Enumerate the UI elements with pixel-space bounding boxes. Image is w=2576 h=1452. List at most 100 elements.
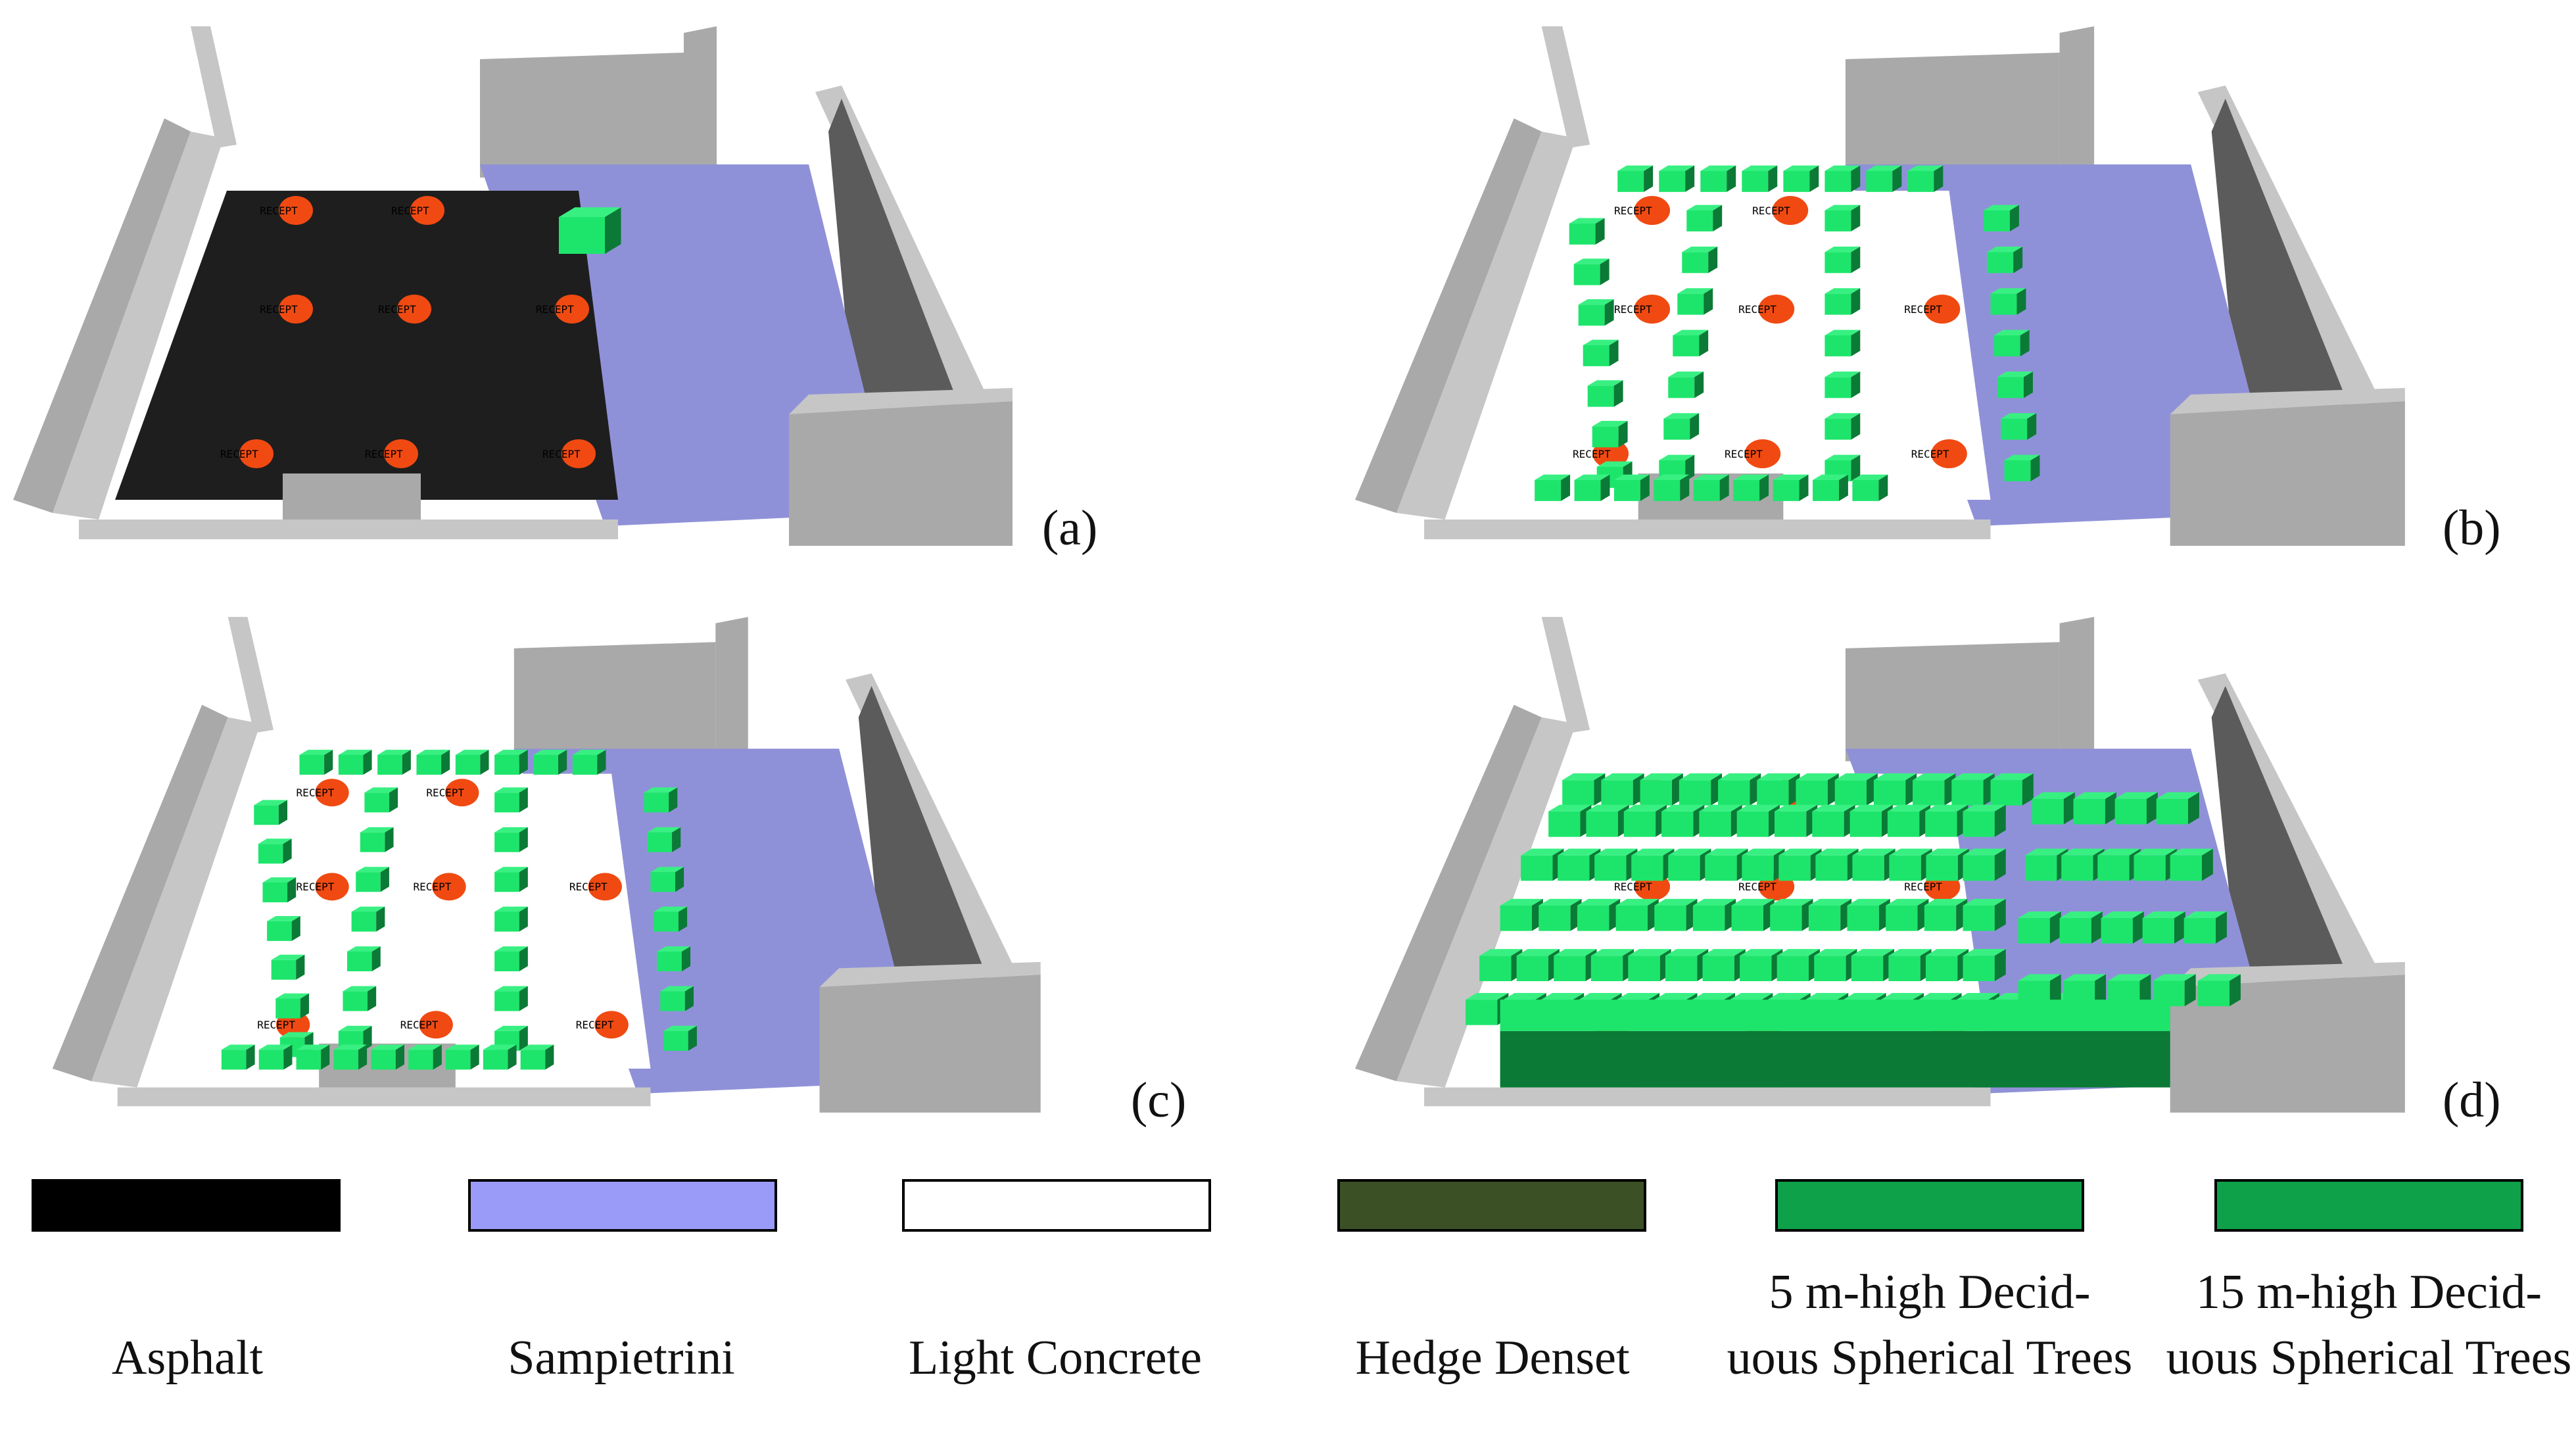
tree-block-top: [494, 1025, 528, 1031]
tree-block-front: [1783, 171, 1810, 192]
tree-block-top: [494, 750, 528, 756]
tree-block-front: [1742, 171, 1769, 192]
tree-block-top: [455, 750, 489, 756]
tree-block-side: [681, 946, 691, 972]
tree-block-top: [1592, 420, 1628, 427]
tree-block-front: [1654, 906, 1686, 931]
tree-block-top: [1538, 898, 1582, 906]
tree-block-top: [1594, 848, 1638, 856]
tree-block-front: [2059, 918, 2091, 944]
tree-block-top: [1834, 773, 1878, 781]
tree-block-front: [1733, 480, 1760, 501]
panel-label-d: (d): [2443, 1073, 2501, 1128]
receptor-label: RECEPT: [400, 1019, 439, 1031]
tree-block-top: [1587, 380, 1623, 386]
tree-block-top: [262, 877, 297, 883]
tree-block-top: [1686, 205, 1723, 210]
tree-block-top: [267, 915, 300, 921]
tree-block-top: [1577, 898, 1621, 906]
tree-block: [1925, 949, 1969, 981]
tree-block-side: [1600, 474, 1610, 501]
tree-block-top: [1521, 848, 1564, 856]
tree-block: [275, 993, 309, 1019]
tree-block: [1814, 949, 1857, 981]
receptor-marker: [444, 779, 479, 807]
tree-block-top: [1847, 898, 1890, 906]
tree-block-top: [1736, 804, 1780, 811]
tree-block-top: [377, 750, 411, 756]
tree-block-side: [519, 906, 528, 932]
tree-block: [650, 867, 684, 892]
receptor-label: RECEPT: [426, 786, 464, 799]
tree-block-front: [1731, 906, 1763, 931]
tree-block: [1851, 949, 1895, 981]
tree-block-front: [1516, 956, 1549, 981]
left-wall-face: [1355, 704, 1542, 1082]
tree-block: [494, 750, 528, 775]
tree-block-top: [271, 954, 305, 960]
receptor-label: RECEPT: [260, 303, 298, 316]
tree-block-top: [1997, 371, 2033, 377]
tree-block-side: [1799, 474, 1809, 501]
tree-block-top: [333, 1044, 368, 1050]
tree-block: [483, 1044, 517, 1070]
legend-swatch-hedge-denset: [1337, 1179, 1646, 1232]
back-pole: [191, 26, 237, 148]
tree-block-front: [356, 872, 381, 892]
tree-block-front: [347, 951, 372, 972]
tree-block: [1926, 848, 1969, 881]
tree-block-front: [1663, 418, 1690, 440]
tree-block: [2114, 792, 2158, 825]
tree-block-top: [1668, 371, 1704, 377]
tree-block-side: [1680, 474, 1690, 501]
tree-block-front: [1825, 335, 1851, 356]
tree-block-side: [2020, 329, 2030, 356]
tree-block-top: [1887, 804, 1931, 811]
tree-block: [2032, 792, 2075, 825]
tree-block-top: [2073, 792, 2116, 799]
tree-block-top: [1956, 992, 1999, 1000]
tree-mass-top: [1500, 1000, 2170, 1031]
tree-block-front: [2032, 798, 2064, 825]
tree-block-front: [445, 1050, 471, 1070]
tree-block-side: [1719, 474, 1729, 501]
tree-block-side: [246, 1044, 255, 1070]
receptor-label: RECEPT: [260, 205, 298, 217]
tree-block: [1887, 804, 1931, 837]
tree-block-side: [2009, 205, 2019, 231]
tree-block-side: [283, 1044, 293, 1070]
tree-block: [494, 906, 528, 932]
tree-block-side: [1685, 165, 1695, 192]
tree-block-front: [483, 1050, 508, 1070]
receptor-label: RECEPT: [1738, 881, 1777, 893]
tree-block-top: [279, 1032, 314, 1038]
tree-block: [1742, 848, 1785, 881]
tree-block-front: [360, 832, 385, 852]
tree-block-top: [1659, 454, 1695, 460]
receptor-marker: [384, 439, 418, 468]
tree-block-front: [1925, 811, 1957, 837]
tree-block: [347, 946, 381, 972]
tree-block: [1825, 329, 1861, 356]
tree-block-side: [1727, 165, 1736, 192]
tree-block-top: [2001, 413, 2037, 419]
tree-block-top: [647, 827, 681, 833]
tree-block-top: [445, 1044, 479, 1050]
tree-block: [1631, 848, 1675, 881]
tree-block-side: [380, 867, 389, 892]
tree-block: [1516, 949, 1560, 981]
tree-block: [1990, 773, 2034, 806]
tree-block: [1677, 288, 1713, 315]
tree-block-front: [1907, 171, 1934, 192]
sensor-box-side: [605, 207, 621, 254]
tree-block-side: [669, 787, 678, 813]
tree-block-front: [1673, 335, 1700, 356]
tree-block-front: [1825, 210, 1851, 231]
tree-block: [1590, 949, 1634, 981]
tree-block: [416, 750, 450, 775]
tree-block-front: [1574, 480, 1601, 501]
tree-block-top: [221, 1044, 255, 1050]
tree-block-top: [408, 1044, 442, 1050]
tree-block-top: [258, 1044, 293, 1050]
tree-block: [221, 1044, 255, 1070]
